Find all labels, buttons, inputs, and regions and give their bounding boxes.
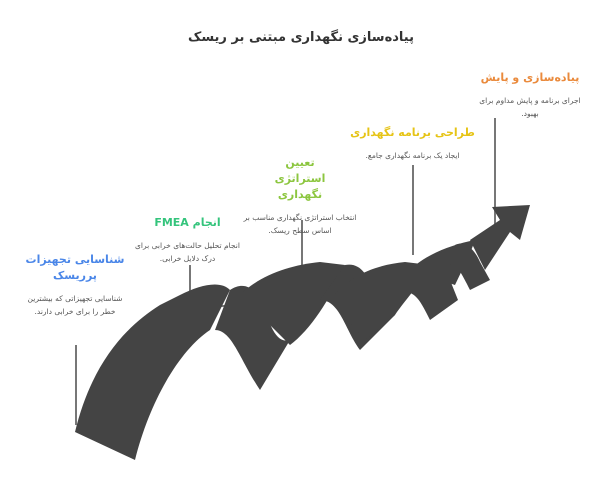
step-desc: انجام تحلیل حالت‌های خرابی برای درک دلای… [135, 241, 240, 263]
step-5: پیاده‌سازی و پایش اجرای برنامه و پایش مد… [475, 70, 585, 120]
step-desc: انتخاب استراتژی نگهداری مناسب بر اساس سط… [243, 213, 357, 235]
step-2: انجام FMEA انجام تحلیل حالت‌های خرابی بر… [130, 215, 245, 265]
step-title: پیاده‌سازی و پایش [480, 71, 580, 84]
step-title: تعیین استراتژی نگهداری [274, 156, 326, 201]
step-title: طراحی برنامه نگهداری [350, 126, 475, 139]
step-title: شناسایی تجهیزات پرریسک [25, 253, 125, 282]
step-1: شناسایی تجهیزات پرریسک شناسایی تجهیزاتی … [20, 252, 130, 318]
step-desc: اجرای برنامه و پایش مداوم برای بهبود. [479, 96, 581, 118]
step-4: طراحی برنامه نگهداری ایجاد یک برنامه نگه… [350, 125, 475, 162]
diagram-title: پیاده‌سازی نگهداری مبتنی بر ریسک [188, 30, 414, 45]
step-desc: ایجاد یک برنامه نگهداری جامع. [365, 151, 460, 160]
step-desc: شناسایی تجهیزاتی که بیشترین خطر را برای … [27, 294, 123, 316]
step-3: تعیین استراتژی نگهداری انتخاب استراتژی ن… [240, 155, 360, 237]
step-title: انجام FMEA [154, 216, 221, 229]
ribbon [75, 205, 530, 460]
